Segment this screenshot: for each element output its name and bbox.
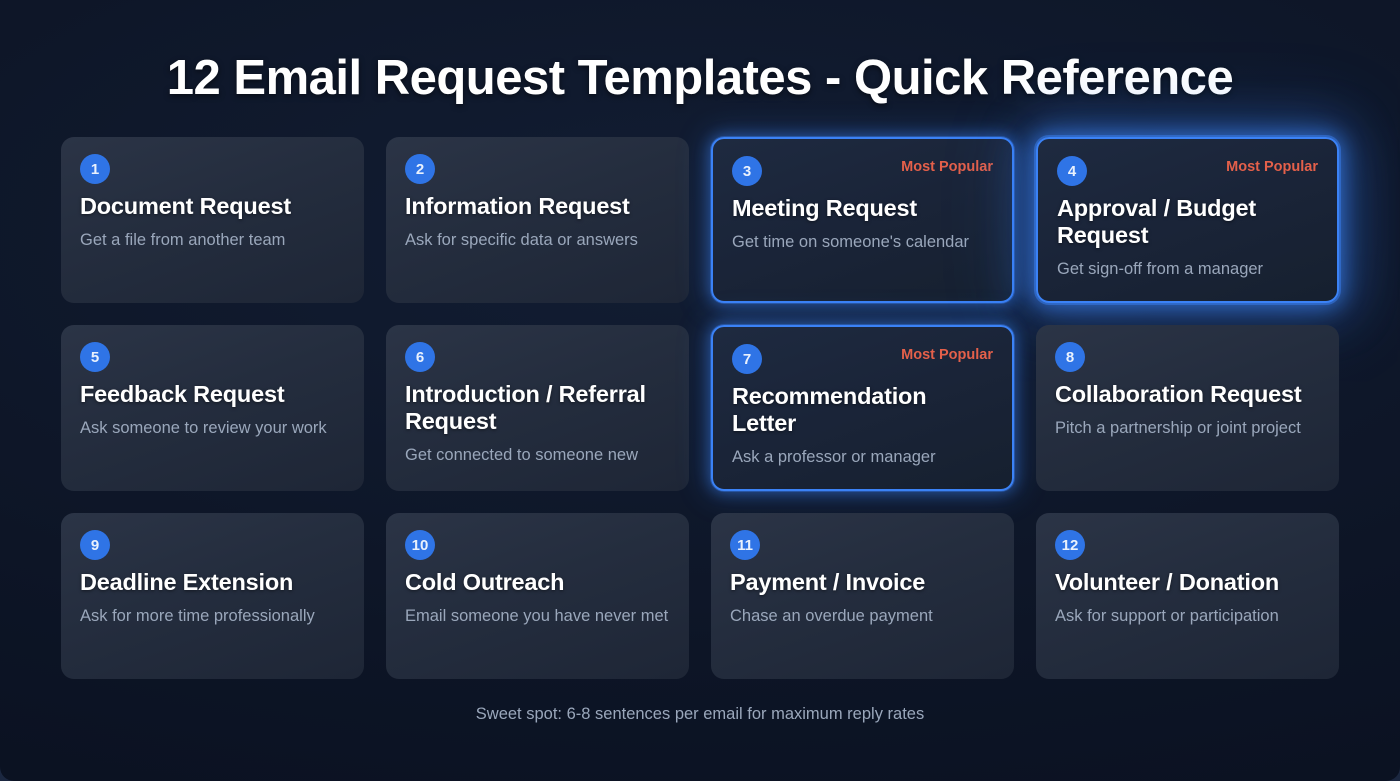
card-title: Cold Outreach xyxy=(405,569,565,595)
card-header: 4 Most Popular xyxy=(1057,156,1318,186)
card-header: 2 xyxy=(405,154,670,184)
most-popular-badge: Most Popular xyxy=(901,347,993,363)
card-title: Introduction / Referral Request xyxy=(405,381,646,434)
card-title: Recommendation Letter xyxy=(732,383,927,436)
card-subtitle: Get connected to someone new xyxy=(405,445,638,464)
card-header: 6 xyxy=(405,342,670,372)
card-title: Information Request xyxy=(405,193,630,219)
card-title: Volunteer / Donation xyxy=(1055,569,1280,595)
card-header: 8 xyxy=(1055,342,1320,372)
footer-note: Sweet spot: 6-8 sentences per email for … xyxy=(475,705,925,723)
card-number-badge: 8 xyxy=(1055,342,1085,372)
card-number-badge: 12 xyxy=(1055,530,1085,560)
card-title: Collaboration Request xyxy=(1055,381,1302,407)
card-subtitle: Ask someone to review your work xyxy=(80,418,327,437)
card-subtitle: Ask a professor or manager xyxy=(732,447,936,466)
page-title: 12 Email Request Templates - Quick Refer… xyxy=(166,51,1234,105)
most-popular-badge: Most Popular xyxy=(901,159,993,175)
card-header: 3 Most Popular xyxy=(732,156,993,186)
card-subtitle: Ask for more time professionally xyxy=(80,606,315,625)
card-header: 5 xyxy=(80,342,345,372)
card-title: Approval / Budget Request xyxy=(1057,195,1256,248)
card-header: 11 xyxy=(730,530,995,560)
card-number-badge: 5 xyxy=(80,342,110,372)
card-number-badge: 9 xyxy=(80,530,110,560)
card-number-badge: 2 xyxy=(405,154,435,184)
card-title: Feedback Request xyxy=(80,381,285,407)
card-title: Payment / Invoice xyxy=(730,569,926,595)
card-header: 9 xyxy=(80,530,345,560)
card-header: 12 xyxy=(1055,530,1320,560)
most-popular-badge: Most Popular xyxy=(1226,159,1318,175)
card-header: 1 xyxy=(80,154,345,184)
card-subtitle: Pitch a partnership or joint project xyxy=(1055,418,1301,437)
card-header: 10 xyxy=(405,530,670,560)
card-number-badge: 7 xyxy=(732,344,762,374)
card-title: Document Request xyxy=(80,193,291,219)
card-number-badge: 11 xyxy=(730,530,760,560)
card-subtitle: Ask for support or participation xyxy=(1055,606,1279,625)
card-subtitle: Ask for specific data or answers xyxy=(405,230,638,249)
card-subtitle: Get a file from another team xyxy=(80,230,286,249)
card-subtitle: Get sign-off from a manager xyxy=(1057,259,1264,278)
card-number-badge: 10 xyxy=(405,530,435,560)
card-title: Meeting Request xyxy=(732,195,918,221)
card-number-badge: 4 xyxy=(1057,156,1087,186)
card-subtitle: Get time on someone's calendar xyxy=(732,232,970,251)
card-header: 7 Most Popular xyxy=(732,344,993,374)
card-number-badge: 3 xyxy=(732,156,762,186)
card-number-badge: 1 xyxy=(80,154,110,184)
card-subtitle: Email someone you have never met xyxy=(405,606,669,625)
card-number-badge: 6 xyxy=(405,342,435,372)
card-title: Deadline Extension xyxy=(80,569,294,595)
card-subtitle: Chase an overdue payment xyxy=(730,606,933,625)
